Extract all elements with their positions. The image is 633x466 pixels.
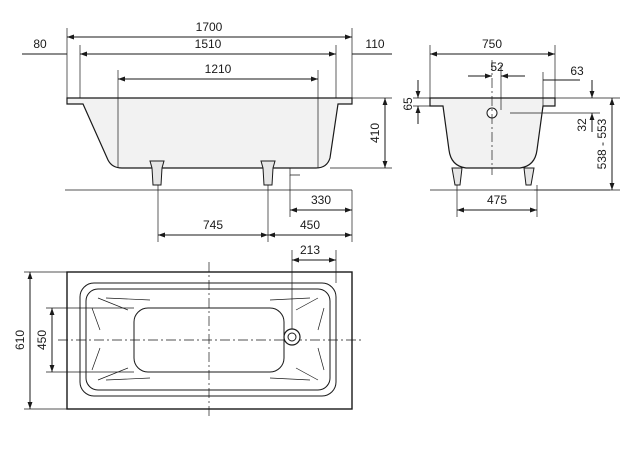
dim-65-label: 65 [401,97,415,111]
dim-32-label: 32 [575,118,589,132]
dim-80-label: 80 [33,37,47,51]
dim-610-label: 610 [13,330,27,350]
front-tub-body [429,97,556,169]
top-emboss-left [91,297,151,381]
dim-745-label: 745 [203,218,223,232]
side-leg-right [260,160,276,186]
front-view: 750 52 63 65 32 538 - 553 475 [401,37,620,217]
top-drain-inner-icon [287,332,297,342]
front-leg-left [451,167,463,186]
dim-330-label: 330 [311,193,331,207]
dim-410-label: 410 [368,123,382,143]
top-view: 213 610 450 [13,243,362,418]
dim-63-label: 63 [570,64,584,78]
dim-1510-label: 1510 [195,37,222,51]
side-drain-pipe [289,168,300,176]
top-emboss-right [269,297,325,381]
dim-538-553-label: 538 - 553 [595,118,609,169]
dim-750-label: 750 [482,37,502,51]
top-outer-rim [66,271,353,410]
top-inner-rim [79,282,337,397]
dim-213-label: 213 [300,243,320,257]
side-leg-left [149,160,165,186]
side-view: 1700 1510 80 110 1210 410 330 745 450 [22,20,392,242]
dim-110-label: 110 [365,37,384,51]
dim-1700-label: 1700 [196,20,223,34]
side-tub-body [66,97,353,169]
dim-450-side-label: 450 [300,218,320,232]
dim-475-label: 475 [487,193,507,207]
dim-450-top-label: 450 [35,330,49,350]
top-inner-basin [85,288,331,391]
dim-1210-label: 1210 [205,62,232,76]
front-leg-right [523,167,535,186]
dim-52-label: 52 [490,60,504,74]
